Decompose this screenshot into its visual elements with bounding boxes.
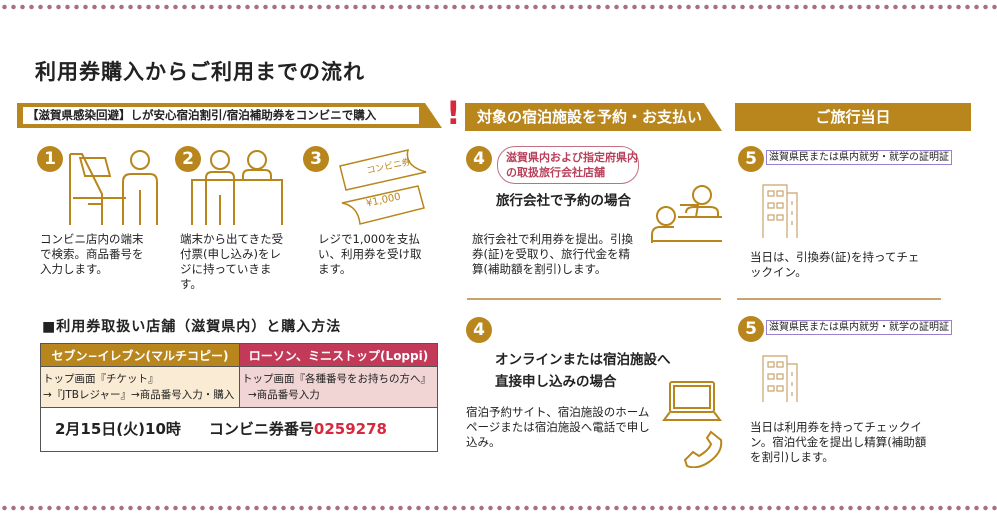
exclamation-icon: ! bbox=[446, 94, 461, 132]
counter-people-icon bbox=[190, 150, 285, 225]
step-3-text: レジで1,000を支払い、利用券を受け取ます。 bbox=[318, 232, 422, 276]
step-5b-text: 当日は利用券を持ってチェックイン。宿泊代金を提出し精算(補助額を割引)します。 bbox=[750, 420, 927, 464]
building-icon bbox=[761, 354, 806, 402]
code-number: 0259278 bbox=[313, 420, 387, 438]
building-icon bbox=[761, 183, 806, 238]
lawson-step-1: トップ画面『各種番号をお持ちの方へ』 bbox=[242, 373, 431, 385]
step-4b-heading-line2: 直接申し込みの場合 bbox=[495, 374, 617, 390]
travel-agency-pill: 滋賀県内および指定府県内の取扱旅行会社店舗 bbox=[497, 146, 639, 184]
seven-eleven-step-1: トップ画面『チケット』 bbox=[43, 373, 159, 385]
bottom-dotted-border bbox=[0, 505, 997, 511]
ticket-icon bbox=[338, 148, 428, 228]
certificate-note: 滋賀県民または県内就労・就学の証明証 bbox=[766, 150, 952, 165]
step-number-1: 1 bbox=[37, 146, 63, 172]
seven-eleven-step-2: →『JTBレジャー』→商品番号入力・購入 bbox=[43, 389, 235, 401]
step-4a-text: 旅行会社で利用券を提出。引換券(証)を受取り、旅行代金を精算(補助額を割引)しま… bbox=[472, 232, 633, 276]
step-4b-text: 宿泊予約サイト、宿泊施設のホームページまたは宿泊施設へ電話で申し込み。 bbox=[466, 405, 650, 449]
stores-table: セブン−イレブン(マルチコピー) ローソン、ミニストップ(Loppi) トップ画… bbox=[40, 343, 438, 452]
sale-info: 2月15日(火)10時 コンビニ券番号0259278 bbox=[40, 407, 438, 452]
step-number-4a: 4 bbox=[466, 146, 492, 172]
seven-eleven-method: トップ画面『チケット』 →『JTBレジャー』→商品番号入力・購入 bbox=[40, 366, 240, 408]
divider bbox=[467, 298, 721, 300]
banner-purchase: 【滋賀県感染回避】しが安心宿泊割引/宿泊補助券をコンビニで購入 bbox=[17, 103, 442, 128]
lawson-method: トップ画面『各種番号をお持ちの方へ』 →商品番号入力 bbox=[239, 366, 438, 408]
code-label: コンビニ券番号 bbox=[208, 420, 314, 438]
step-number-5a: 5 bbox=[738, 146, 764, 172]
laptop-icon bbox=[662, 380, 722, 422]
step-4b-heading-line1: オンラインまたは宿泊施設へ bbox=[495, 352, 671, 368]
divider bbox=[737, 298, 941, 300]
stores-heading: ■利用券取扱い店舗（滋賀県内）と購入方法 bbox=[42, 319, 342, 335]
top-dotted-border bbox=[0, 4, 997, 10]
kiosk-terminal-icon bbox=[68, 150, 158, 225]
step-2-text: 端末から出てきた受付票(申し込み)をレジに持っていきます。 bbox=[180, 232, 284, 291]
certificate-note: 滋賀県民または県内就労・就学の証明証 bbox=[766, 320, 952, 335]
seven-eleven-header: セブン−イレブン(マルチコピー) bbox=[40, 343, 240, 367]
step-number-2: 2 bbox=[175, 146, 201, 172]
lawson-step-2: →商品番号入力 bbox=[248, 389, 320, 401]
banner-purchase-label: 【滋賀県感染回避】しが安心宿泊割引/宿泊補助券をコンビニで購入 bbox=[23, 107, 419, 124]
banner-travel-day: ご旅行当日 bbox=[735, 103, 971, 131]
phone-icon bbox=[683, 430, 723, 468]
agency-counter-icon bbox=[650, 183, 725, 243]
step-5a-text: 当日は、引換券(証)を持ってチェックイン。 bbox=[750, 250, 920, 279]
step-number-4b: 4 bbox=[466, 317, 492, 343]
lawson-ministop-header: ローソン、ミニストップ(Loppi) bbox=[239, 343, 438, 367]
step-number-5b: 5 bbox=[738, 316, 764, 342]
step-number-3: 3 bbox=[303, 146, 329, 172]
step-4a-heading: 旅行会社で予約の場合 bbox=[496, 193, 631, 209]
step-1-text: コンビニ店内の端末で検索。商品番号を入力します。 bbox=[40, 232, 144, 276]
step-4b-heading: オンラインまたは宿泊施設へ直接申し込みの場合 bbox=[495, 349, 671, 393]
sale-date: 2月15日(火)10時 bbox=[55, 420, 181, 438]
banner-reserve: 対象の宿泊施設を予約・お支払い bbox=[465, 103, 722, 131]
page-title: 利用券購入からご利用までの流れ bbox=[35, 60, 365, 84]
